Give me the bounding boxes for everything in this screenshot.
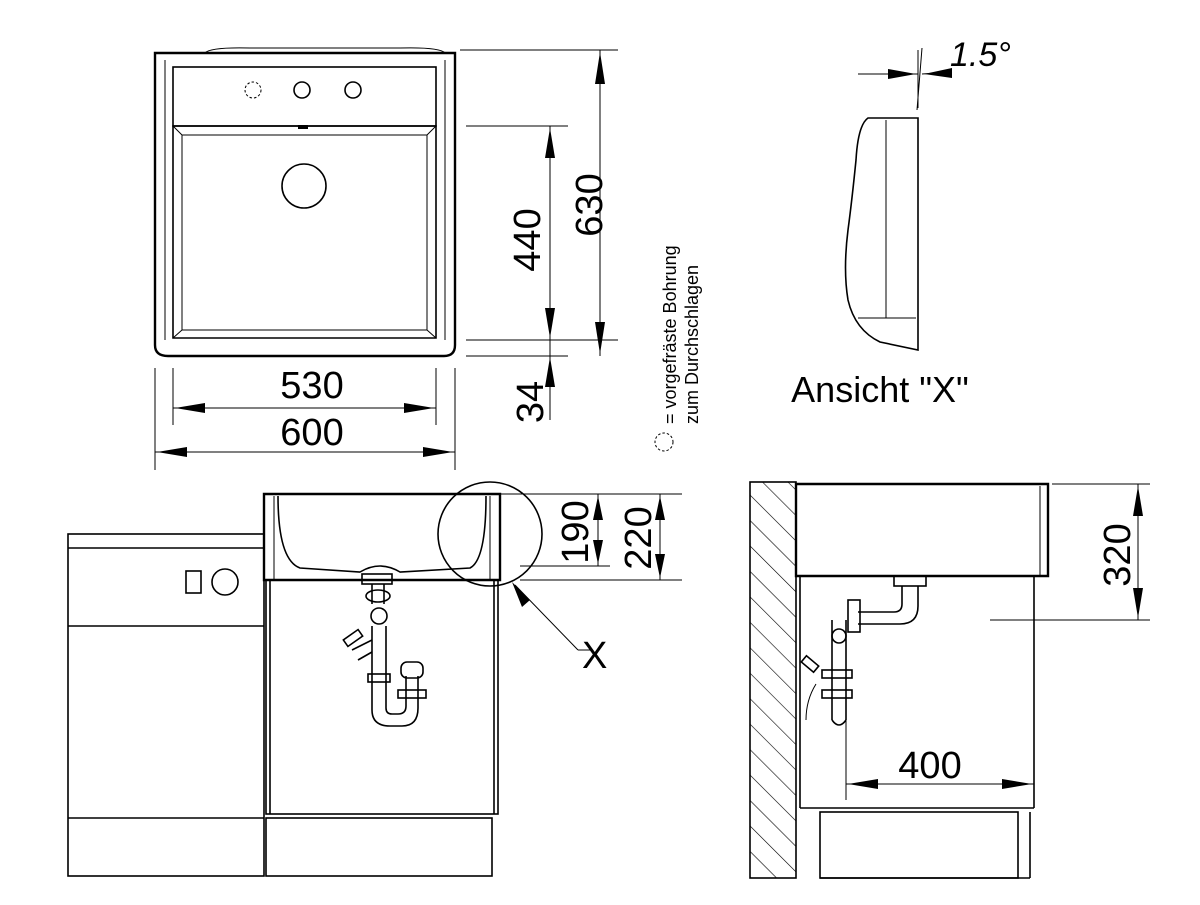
siphon-side-icon	[800, 575, 927, 726]
view-x-detail: 1.5° Ansicht "X"	[791, 36, 1011, 410]
drain-icon	[281, 163, 327, 209]
dim-630: 630	[569, 173, 611, 236]
legend-note: = vorgefräste Bohrung zum Durchschlagen	[654, 245, 702, 452]
dim-600: 600	[280, 412, 343, 454]
detail-marker-x: X	[582, 635, 607, 677]
front-view: X 190 220	[67, 481, 682, 877]
dim-440: 440	[507, 208, 549, 271]
dim-320: 320	[1097, 523, 1139, 586]
tap-hole-icon	[293, 81, 311, 99]
note-line-1: = vorgefräste Bohrung	[660, 245, 680, 424]
pre-milled-hole-icon	[654, 432, 674, 452]
note-line-2: zum Durchschlagen	[682, 265, 702, 424]
dim-angle: 1.5°	[950, 36, 1011, 74]
tap-hole-icon	[344, 81, 362, 99]
dim-220: 220	[618, 506, 660, 569]
dim-530: 530	[280, 365, 343, 407]
tap-hole-dashed-icon	[244, 81, 262, 99]
dim-190: 190	[555, 500, 597, 563]
siphon-icon	[342, 573, 427, 727]
dim-34: 34	[510, 381, 552, 423]
side-view: 400 320	[749, 481, 1150, 879]
view-title: Ansicht "X"	[791, 369, 969, 410]
top-view: 630 440 34 530 600	[153, 47, 618, 470]
dim-400: 400	[898, 745, 961, 787]
